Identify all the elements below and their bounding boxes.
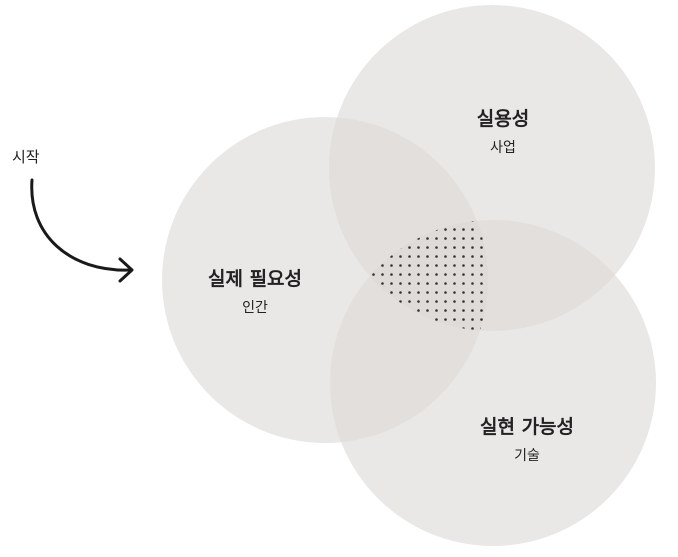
- arrowhead-icon: [118, 257, 134, 283]
- circle-subtitle: 기술: [514, 448, 540, 464]
- circle-title: 실제 필요성: [207, 268, 303, 290]
- label-human: 실제 필요성 인간: [208, 264, 302, 317]
- start-label: 시작: [12, 148, 40, 166]
- label-business: 실용성 사업: [477, 104, 529, 157]
- circle-subtitle: 사업: [490, 140, 516, 156]
- circle-subtitle: 인간: [242, 300, 268, 316]
- center-intersection-dots: [330, 220, 488, 331]
- start-arrow: [30, 178, 132, 272]
- label-technology: 실현 가능성 기술: [480, 412, 574, 465]
- circle-title: 실현 가능성: [479, 416, 575, 438]
- circle-title: 실용성: [476, 108, 530, 130]
